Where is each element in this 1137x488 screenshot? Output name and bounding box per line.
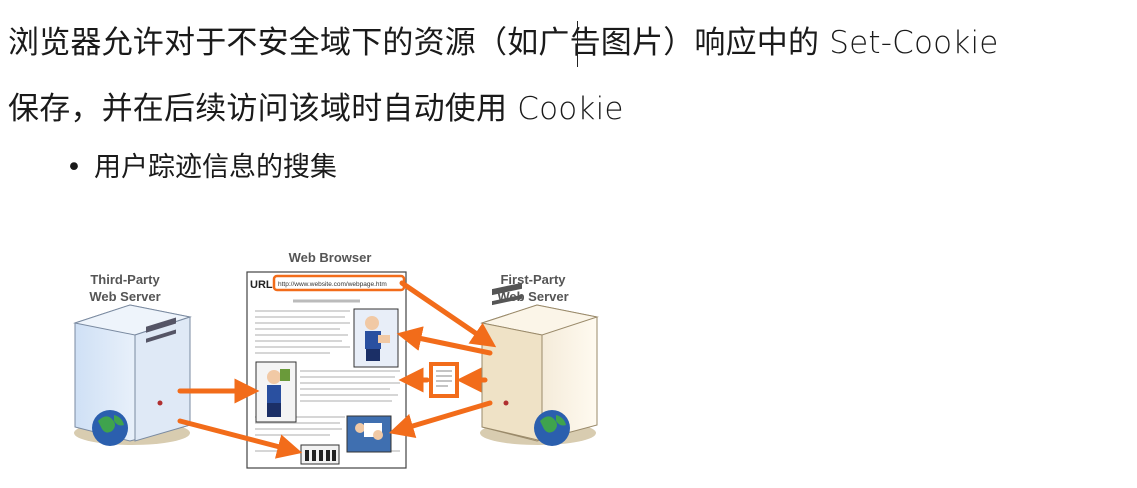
browser-title: Web Browser xyxy=(288,250,372,265)
page-text-lines xyxy=(255,299,400,452)
arrow-url-to-first-party xyxy=(399,280,497,348)
arrow-first-party-to-image-1 xyxy=(396,326,493,356)
first-party-label-line1: First-Party xyxy=(500,272,566,287)
ad-image-2 xyxy=(255,361,297,423)
first-party-server-icon xyxy=(480,282,599,446)
flow-arrows xyxy=(177,280,497,459)
third-party-server-icon xyxy=(73,304,192,446)
third-party-label-line2: Web Server xyxy=(89,289,161,304)
diagram-graphics: URL http://www.website.com/webpage.htm xyxy=(73,271,599,469)
bullet-text: 用户踪迹信息的搜集 xyxy=(94,152,337,183)
bullet-item: • 用户踪迹信息的搜集 xyxy=(66,148,337,188)
main-paragraph: 浏览器允许对于不安全域下的资源（如广告图片）响应中的 Set-Cookie 保存… xyxy=(8,10,1133,142)
url-value: http://www.website.com/webpage.htm xyxy=(278,281,387,288)
third-party-label: Third-Party Web Server xyxy=(60,271,190,305)
arrow-first-party-to-image-3 xyxy=(388,400,493,438)
document-icon xyxy=(429,362,459,398)
third-party-label-line1: Third-Party xyxy=(90,272,160,287)
ad-image-4 xyxy=(300,444,340,465)
paragraph-line-1: 浏览器允许对于不安全域下的资源（如广告图片）响应中的 Set-Cookie xyxy=(8,25,999,61)
url-label: URL xyxy=(250,279,273,291)
bullet-marker: • xyxy=(66,152,82,183)
cookie-tracking-diagram: Web Browser Third-Party Web Server First… xyxy=(60,245,620,485)
paragraph-line-2: 保存，并在后续访问该域时自动使用 Cookie xyxy=(8,91,624,127)
ad-image-3 xyxy=(346,415,392,453)
text-cursor xyxy=(577,21,578,67)
arrow-third-party-to-image-4 xyxy=(177,418,303,459)
browser-window: URL http://www.website.com/webpage.htm xyxy=(246,271,407,469)
ad-image-1 xyxy=(353,308,399,368)
